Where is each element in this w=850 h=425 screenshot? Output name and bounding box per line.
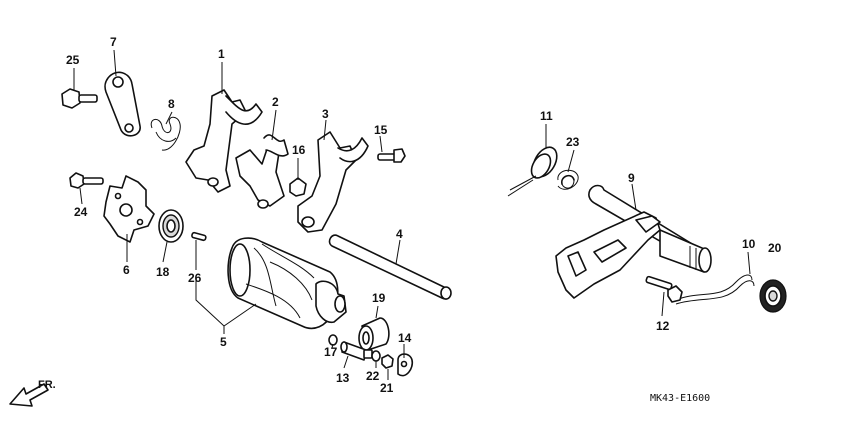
diagram-code: MK43-E1600 [650,393,710,404]
part-23-circlip [557,169,579,190]
part-3-shift-fork [297,131,369,233]
leader-lines [73,49,751,380]
part-5-shift-drum [227,237,347,330]
part-9-gearshift-spindle [555,184,712,299]
label-18: 18 [156,265,170,279]
part-7-stopper-arm [104,71,141,137]
part-19-collar [358,317,390,351]
label-11: 11 [540,109,553,123]
part-13-pin [340,341,373,361]
part-25-bolt [61,88,98,109]
label-1: 1 [218,47,225,61]
label-19: 19 [372,291,386,305]
part-14-clip [397,353,414,377]
label-2: 2 [272,95,279,109]
label-15: 15 [374,123,388,137]
label-4: 4 [396,227,403,241]
label-12: 12 [656,319,670,333]
label-9: 9 [628,171,635,185]
label-20: 20 [768,241,782,255]
label-25: 25 [66,53,80,67]
label-17: 17 [324,345,338,359]
label-14: 14 [398,331,412,345]
label-16: 16 [292,143,306,157]
label-3: 3 [322,107,329,121]
label-8: 8 [168,97,175,111]
part-12-bolt [645,275,683,303]
label-7: 7 [110,35,117,49]
part-26-dowel-pin [191,231,207,242]
label-22: 22 [366,369,380,383]
part-number-labels: 25 7 8 1 2 3 15 16 4 24 6 18 26 5 19 14 … [66,35,782,395]
part-18-bearing [158,209,184,243]
part-21-nut [381,354,394,369]
label-23: 23 [566,135,580,149]
label-21: 21 [380,381,394,395]
part-6-star-plate [103,175,155,243]
part-2-shift-fork [235,134,289,209]
direction-label: FR. [38,379,56,391]
part-8-spring [150,116,181,151]
label-24: 24 [74,205,88,219]
label-6: 6 [123,263,130,277]
part-1-shift-fork [185,89,263,193]
part-17-washer [328,334,338,346]
label-26: 26 [188,271,202,285]
part-16-pin [289,177,307,197]
front-direction-arrow: FR. [9,379,56,407]
part-20-oil-seal [759,279,787,313]
label-5: 5 [220,335,227,349]
part-22-washer [371,350,381,362]
label-10: 10 [742,237,756,251]
part-10-return-spring [675,274,755,305]
part-15-bolt [377,148,406,163]
label-13: 13 [336,371,350,385]
part-4-fork-shaft [328,234,452,300]
part-11-spring [507,146,558,197]
part-24-bolt [69,172,104,189]
